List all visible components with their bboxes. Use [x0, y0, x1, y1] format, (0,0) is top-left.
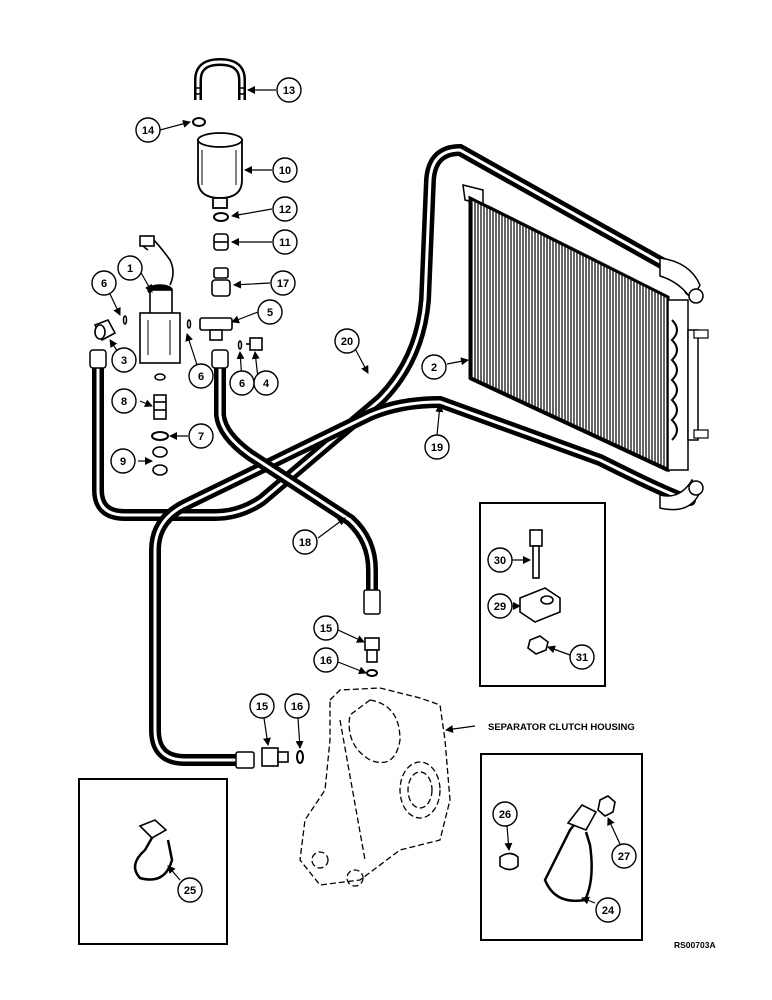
o-ring-12-shape — [213, 212, 229, 222]
callout-25: 25 — [177, 877, 203, 903]
tee-fitting-5 — [199, 317, 233, 341]
callout-3: 3 — [111, 347, 137, 373]
svg-text:15: 15 — [320, 623, 332, 635]
nuts-9-shape — [152, 446, 168, 476]
callout-11: 11 — [272, 229, 298, 255]
callout-6b: 6 — [188, 363, 214, 389]
callout-9: 9 — [110, 448, 136, 474]
fitting-15-upper — [364, 637, 380, 663]
fitting-11-shape — [213, 233, 229, 251]
svg-text:9: 9 — [120, 456, 126, 468]
svg-text:7: 7 — [198, 431, 204, 443]
hose-19 — [149, 395, 696, 766]
callout-27: 27 — [611, 843, 637, 869]
svg-text:3: 3 — [121, 355, 127, 367]
svg-text:14: 14 — [142, 125, 155, 137]
callout-16b: 16 — [284, 693, 310, 719]
svg-text:17: 17 — [277, 278, 289, 290]
fitting-15-lower — [261, 747, 289, 767]
svg-text:30: 30 — [494, 555, 506, 567]
callout-19: 19 — [424, 434, 450, 460]
callout-17: 17 — [270, 270, 296, 296]
svg-text:26: 26 — [499, 809, 511, 821]
svg-text:16: 16 — [320, 655, 332, 667]
callout-30: 30 — [487, 547, 513, 573]
callout-18: 18 — [292, 529, 318, 555]
callout-13: 13 — [276, 77, 302, 103]
callouts: 13 14 10 12 11 17 1 6 3 5 4 6 6 8 7 9 20… — [91, 77, 637, 923]
o-ring-16-lower — [296, 750, 304, 764]
small-o-rings — [122, 315, 243, 381]
svg-text:10: 10 — [279, 165, 291, 177]
o-ring-16-upper — [366, 669, 378, 677]
valve-block — [139, 312, 181, 364]
callout-2: 2 — [421, 354, 447, 380]
callout-31: 31 — [569, 644, 595, 670]
inset-box-29-31 — [479, 502, 606, 687]
svg-text:19: 19 — [431, 442, 443, 454]
elbow-fitting-3 — [93, 319, 117, 342]
svg-text:24: 24 — [602, 905, 615, 917]
pressure-switch — [139, 235, 174, 315]
callout-14: 14 — [135, 117, 161, 143]
callout-16a: 16 — [313, 647, 339, 673]
callout-12: 12 — [272, 196, 298, 222]
svg-text:4: 4 — [263, 378, 270, 390]
inset-box-25 — [78, 778, 228, 945]
svg-text:18: 18 — [299, 537, 311, 549]
u-bolt — [194, 57, 246, 100]
svg-text:6: 6 — [198, 371, 204, 383]
callout-20: 20 — [334, 328, 360, 354]
svg-text:31: 31 — [576, 652, 588, 664]
svg-text:29: 29 — [494, 601, 506, 613]
svg-text:16: 16 — [291, 701, 303, 713]
callout-10: 10 — [272, 157, 298, 183]
svg-text:2: 2 — [431, 362, 437, 374]
svg-text:1: 1 — [127, 263, 133, 275]
fitting-17-shape — [211, 267, 231, 297]
svg-text:25: 25 — [184, 885, 196, 897]
callout-15a: 15 — [313, 615, 339, 641]
callout-29: 29 — [487, 593, 513, 619]
svg-text:5: 5 — [267, 307, 273, 319]
figure-code: RS00703A — [674, 940, 716, 950]
callout-4: 4 — [253, 370, 279, 396]
condenser — [462, 184, 709, 473]
callout-6a: 6 — [91, 270, 117, 296]
callout-5: 5 — [257, 299, 283, 325]
svg-text:11: 11 — [279, 237, 291, 249]
svg-text:20: 20 — [341, 336, 353, 348]
nut-14-shape — [192, 117, 206, 127]
washer-7-shape — [151, 431, 169, 441]
housing-label: SEPARATOR CLUTCH HOUSING — [488, 722, 635, 733]
svg-text:12: 12 — [279, 204, 291, 216]
svg-text:6: 6 — [101, 278, 107, 290]
callout-8: 8 — [111, 388, 137, 414]
inset-box-24-27 — [480, 753, 643, 941]
callout-26: 26 — [492, 801, 518, 827]
svg-text:15: 15 — [256, 701, 268, 713]
callout-7: 7 — [188, 423, 214, 449]
fitting-4-shape — [246, 337, 263, 351]
callout-15b: 15 — [249, 693, 275, 719]
callout-1: 1 — [117, 255, 143, 281]
callout-24: 24 — [595, 897, 621, 923]
leader-lines — [108, 86, 621, 905]
hose-18 — [214, 354, 378, 606]
bolt-8-shape — [153, 394, 167, 420]
receiver-drier — [197, 132, 243, 209]
callout-6c: 6 — [229, 370, 255, 396]
svg-text:27: 27 — [618, 851, 630, 863]
svg-text:13: 13 — [283, 85, 295, 97]
svg-text:6: 6 — [239, 378, 245, 390]
svg-text:8: 8 — [121, 396, 127, 408]
hose-fittings — [89, 257, 704, 769]
clutch-housing — [299, 687, 451, 887]
